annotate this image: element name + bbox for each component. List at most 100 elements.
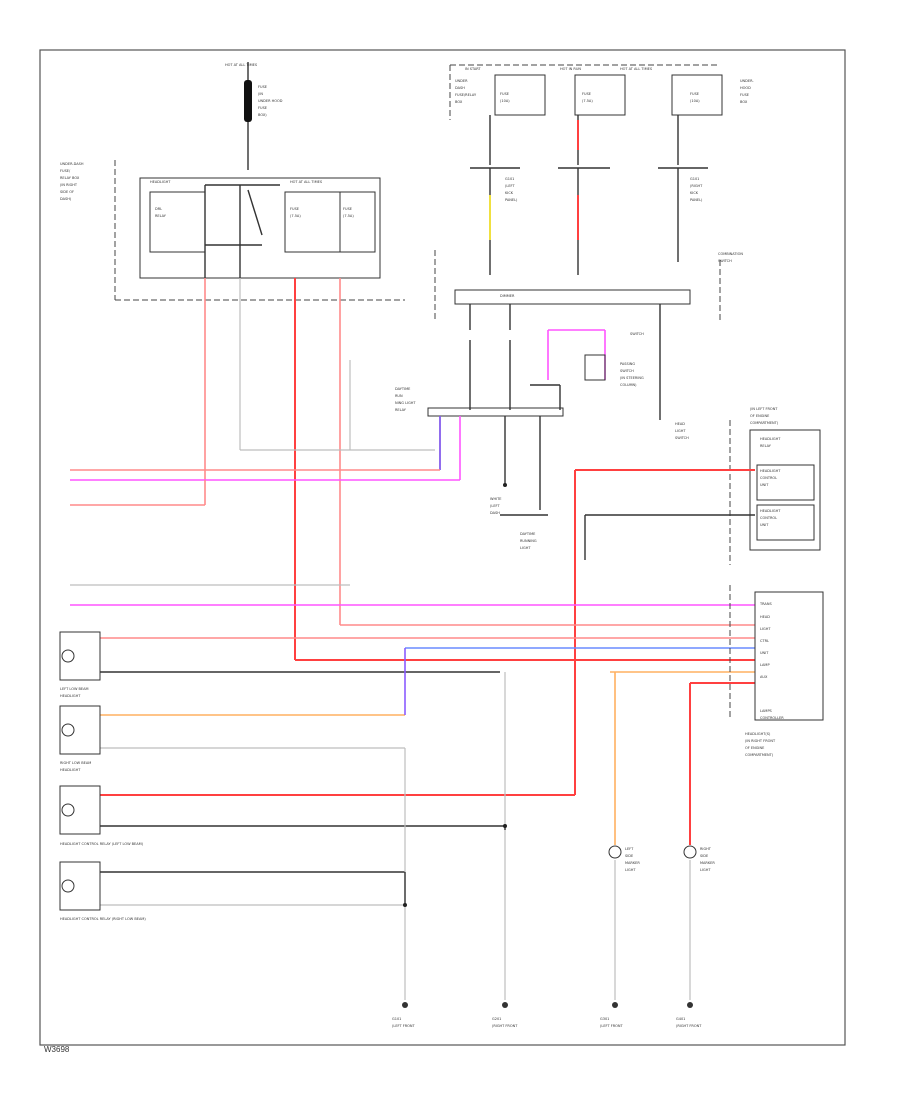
svg-text:HOT AT ALL TIMES: HOT AT ALL TIMES <box>620 67 653 71</box>
svg-text:KICK: KICK <box>690 191 699 195</box>
svg-text:COMBINATION: COMBINATION <box>718 252 743 256</box>
svg-text:(LEFT: (LEFT <box>505 184 515 188</box>
svg-text:(LEFT FRONT: (LEFT FRONT <box>600 1024 624 1028</box>
svg-text:UNIT: UNIT <box>760 523 769 527</box>
svg-text:DASH: DASH <box>490 511 500 515</box>
svg-text:AUX: AUX <box>760 675 768 679</box>
svg-text:DIMMER: DIMMER <box>500 294 515 298</box>
svg-text:HEADLIGHT: HEADLIGHT <box>60 694 81 698</box>
left-vertical-wires <box>204 278 435 660</box>
svg-text:PANEL): PANEL) <box>505 198 518 202</box>
svg-text:FUSE: FUSE <box>740 93 749 97</box>
left-low-beam-lamp: LEFT LOW BEAM HEADLIGHT <box>59 631 101 698</box>
svg-text:DRL: DRL <box>155 207 162 211</box>
svg-text:SWITCH: SWITCH <box>675 436 689 440</box>
svg-text:RIGHT LOW BEAM: RIGHT LOW BEAM <box>60 761 91 765</box>
svg-text:CONTROL: CONTROL <box>760 516 777 520</box>
svg-text:HOT IN RUN: HOT IN RUN <box>560 67 581 71</box>
svg-text:MARKER: MARKER <box>700 861 715 865</box>
svg-text:SWITCH: SWITCH <box>718 259 732 263</box>
svg-text:LEFT LOW BEAM: LEFT LOW BEAM <box>60 687 89 691</box>
svg-text:FUSE: FUSE <box>258 85 267 89</box>
svg-text:COLUMN): COLUMN) <box>620 383 637 387</box>
svg-text:FUSE: FUSE <box>258 106 267 110</box>
svg-text:(10A): (10A) <box>500 99 510 103</box>
svg-text:(RIGHT FRONT: (RIGHT FRONT <box>492 1024 518 1028</box>
svg-text:UNDER-DASH: UNDER-DASH <box>60 162 84 166</box>
svg-text:FUSE: FUSE <box>690 92 699 96</box>
svg-text:LIGHT: LIGHT <box>675 429 686 433</box>
svg-text:HEADLIGHT: HEADLIGHT <box>60 768 81 772</box>
svg-text:HEADLIGHT CONTROL RELAY (RIGHT: HEADLIGHT CONTROL RELAY (RIGHT LOW BEAM) <box>60 917 146 921</box>
svg-text:G301: G301 <box>600 1017 609 1021</box>
svg-text:DAYTIME: DAYTIME <box>395 387 410 391</box>
svg-text:UNDER HOOD: UNDER HOOD <box>258 99 283 103</box>
svg-text:SWITCH: SWITCH <box>620 369 634 373</box>
right-high-beam-lamp: HEADLIGHT CONTROL RELAY (RIGHT LOW BEAM) <box>59 861 146 921</box>
svg-text:LIGHT: LIGHT <box>760 627 771 631</box>
svg-text:HEADLIGHT: HEADLIGHT <box>760 469 781 473</box>
svg-text:UNDER-: UNDER- <box>740 79 754 83</box>
footer-code: W3698 <box>44 1045 70 1054</box>
svg-text:DASH): DASH) <box>60 197 72 201</box>
svg-text:(7.5A): (7.5A) <box>290 214 301 218</box>
svg-text:TRANS: TRANS <box>759 602 772 606</box>
svg-text:SIDE: SIDE <box>625 854 633 858</box>
svg-text:(LEFT: (LEFT <box>490 504 500 508</box>
svg-text:WHITE: WHITE <box>490 497 501 501</box>
svg-text:G101: G101 <box>505 177 514 181</box>
svg-text:CONTROL: CONTROL <box>760 476 777 480</box>
svg-text:UNIT: UNIT <box>760 483 769 487</box>
svg-text:CONTROLLER: CONTROLLER <box>760 716 784 720</box>
svg-text:(RIGHT FRONT: (RIGHT FRONT <box>676 1024 702 1028</box>
svg-text:HEADLIGHT: HEADLIGHT <box>760 509 781 513</box>
left-side-marker-lamp: LEFT SIDE MARKER LIGHT <box>608 845 640 872</box>
svg-text:(7.5A): (7.5A) <box>343 214 354 218</box>
svg-text:RELAY: RELAY <box>155 214 167 218</box>
svg-text:CTRL: CTRL <box>760 639 769 643</box>
svg-text:(7.5A): (7.5A) <box>582 99 593 103</box>
svg-text:LEFT: LEFT <box>625 847 634 851</box>
svg-text:COMPARTMENT): COMPARTMENT) <box>745 753 774 757</box>
right-controller-box: TRANSHEADLIGHTCTRLUNITLAMPAUXLAMPSCONTRO… <box>729 585 824 757</box>
svg-text:OF ENGINE: OF ENGINE <box>750 414 769 418</box>
svg-text:HOT AT ALL TIMES: HOT AT ALL TIMES <box>290 180 323 184</box>
svg-text:BOX: BOX <box>455 100 463 104</box>
svg-text:HEAD: HEAD <box>760 615 770 619</box>
svg-text:RUNNING: RUNNING <box>520 539 537 543</box>
svg-text:(IN: (IN <box>258 92 263 96</box>
svg-text:(RIGHT: (RIGHT <box>690 184 703 188</box>
svg-text:LIGHT: LIGHT <box>625 868 636 872</box>
svg-text:RELAY: RELAY <box>760 444 772 448</box>
svg-text:FUSE/RELAY: FUSE/RELAY <box>455 93 477 97</box>
svg-text:FUSE: FUSE <box>343 207 352 211</box>
fuse-block-top-left: HOT AT ALL TIMES FUSE (IN UNDER HOOD FUSE BOX… <box>225 62 283 170</box>
svg-text:RIGHT: RIGHT <box>700 847 712 851</box>
svg-text:PANEL): PANEL) <box>690 198 703 202</box>
svg-text:HOT AT ALL TIMES: HOT AT ALL TIMES <box>225 63 258 67</box>
svg-text:DAYTIME: DAYTIME <box>520 532 535 536</box>
svg-text:SWITCH: SWITCH <box>630 332 644 336</box>
svg-text:SIDE OF: SIDE OF <box>60 190 74 194</box>
svg-text:BOX): BOX) <box>258 113 267 117</box>
svg-text:(IN LEFT FRONT: (IN LEFT FRONT <box>750 407 778 411</box>
svg-text:HOOD: HOOD <box>740 86 751 90</box>
svg-text:PASSING: PASSING <box>620 362 635 366</box>
svg-text:HEADLIGHT(S): HEADLIGHT(S) <box>745 732 771 736</box>
svg-text:UNIT: UNIT <box>760 651 769 655</box>
svg-text:(IN RIGHT FRONT: (IN RIGHT FRONT <box>745 739 776 743</box>
svg-text:HEADLIGHT: HEADLIGHT <box>760 437 781 441</box>
svg-text:IN START: IN START <box>465 67 481 71</box>
svg-text:G101: G101 <box>392 1017 401 1021</box>
svg-text:RELAY: RELAY <box>395 408 407 412</box>
svg-text:MARKER: MARKER <box>625 861 640 865</box>
svg-text:(LEFT FRONT: (LEFT FRONT <box>392 1024 416 1028</box>
svg-text:HEADLIGHT CONTROL RELAY (LEFT: HEADLIGHT CONTROL RELAY (LEFT LOW BEAM) <box>60 842 144 846</box>
